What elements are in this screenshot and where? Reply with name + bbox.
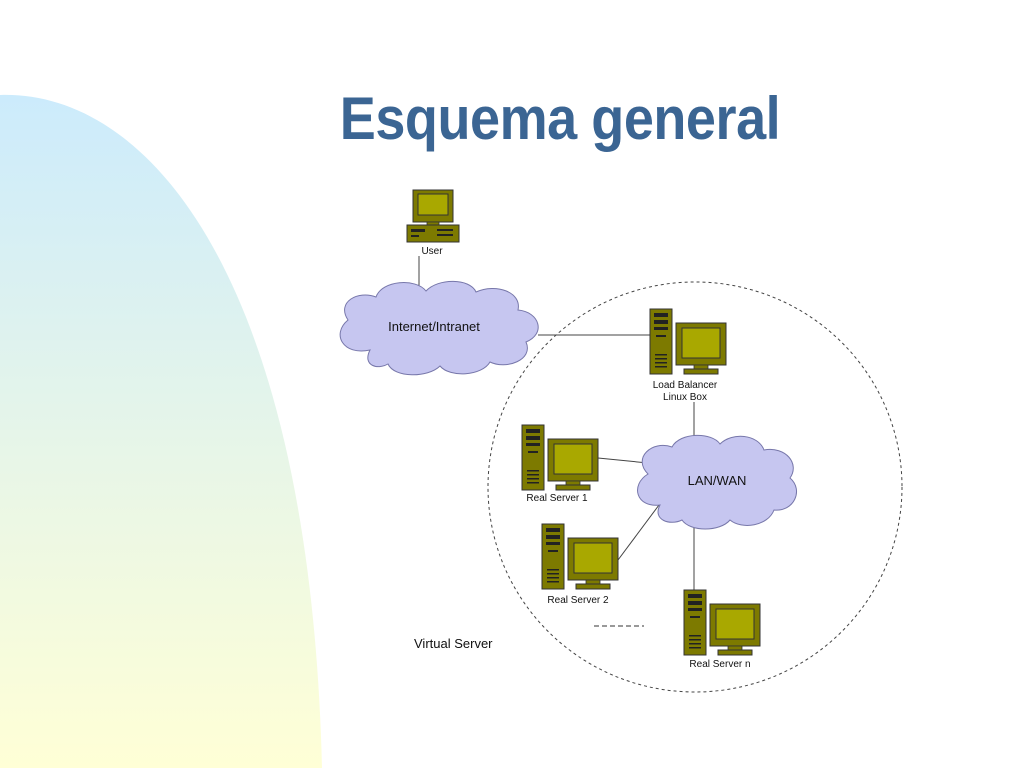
real-server-2-icon [541, 523, 619, 590]
load-balancer-label-line1: Load Balancer [653, 380, 718, 391]
virtual-server-label: Virtual Server [414, 636, 493, 651]
lan-cloud-icon [637, 434, 797, 530]
user-label: User [421, 246, 443, 257]
link-server2-lan [617, 504, 660, 561]
load-balancer-label-line2: Linux Box [663, 392, 707, 403]
real-server-n-icon [683, 589, 761, 656]
real-server-1-label: Real Server 1 [526, 493, 588, 504]
real-server-n-label: Real Server n [689, 659, 750, 670]
user-computer-icon [406, 189, 460, 243]
lan-label: LAN/WAN [688, 473, 747, 488]
curved-gradient-shape [0, 94, 322, 768]
internet-cloud-icon [339, 280, 539, 376]
internet-label: Internet/Intranet [388, 319, 480, 334]
load-balancer-icon [649, 308, 727, 375]
link-server1-lan [597, 457, 649, 464]
slide-title: Esquema general [339, 85, 781, 152]
virtual-server-boundary [487, 281, 903, 693]
real-server-1-icon [521, 424, 599, 491]
real-server-2-label: Real Server 2 [547, 595, 609, 606]
